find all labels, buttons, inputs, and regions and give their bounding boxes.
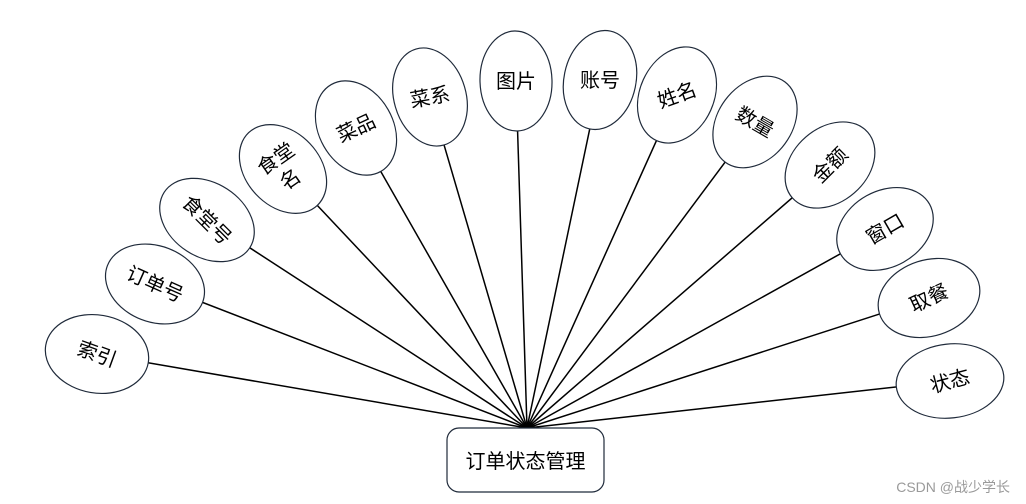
attribute-node: 账号 bbox=[562, 29, 638, 131]
attribute-node: 窗口 bbox=[836, 186, 934, 272]
connector-line bbox=[282, 168, 528, 429]
connector-line bbox=[154, 283, 528, 429]
attribute-ellipse bbox=[238, 124, 328, 214]
attribute-node: 订单号 bbox=[104, 243, 206, 325]
attribute-ellipse bbox=[314, 80, 398, 176]
attribute-node: 金额 bbox=[784, 121, 876, 209]
connector-lines bbox=[96, 79, 951, 429]
connector-line bbox=[429, 96, 528, 429]
attribute-node: 索引 bbox=[44, 313, 150, 395]
connector-line bbox=[526, 164, 831, 429]
connector-line bbox=[526, 94, 678, 429]
attribute-node: 食堂名 bbox=[238, 124, 328, 214]
entity-label: 订单状态管理 bbox=[466, 449, 586, 473]
attribute-nodes: 索引订单号食堂号食堂名菜品菜系 图片 账号姓名数量金额窗口取餐状态 bbox=[44, 29, 1005, 419]
attribute-ellipse bbox=[877, 257, 981, 339]
attribute-node: 菜品 bbox=[314, 80, 398, 176]
connector-line bbox=[96, 353, 528, 429]
connector-line bbox=[526, 79, 601, 429]
attribute-label-group: 图片 bbox=[496, 69, 536, 93]
attribute-node: 状态 bbox=[895, 343, 1005, 419]
attribute-ellipse bbox=[562, 29, 638, 131]
attribute-label: 图片 bbox=[496, 69, 536, 93]
connector-line bbox=[206, 219, 528, 429]
attribute-node: 取餐 bbox=[877, 257, 981, 339]
connector-line bbox=[526, 121, 756, 429]
entity-node: 订单状态管理 bbox=[446, 427, 605, 493]
attribute-ellipse bbox=[636, 46, 718, 144]
connector-line bbox=[355, 127, 528, 429]
attribute-node: 数量 bbox=[712, 75, 798, 169]
entity-box bbox=[446, 427, 605, 493]
attribute-ellipse bbox=[784, 121, 876, 209]
connector-line bbox=[515, 80, 528, 429]
attribute-node: 图片 bbox=[479, 30, 553, 132]
watermark-text: CSDN @战少学长 bbox=[896, 479, 1010, 495]
attribute-node: 菜系 bbox=[392, 47, 468, 147]
attribute-ellipse bbox=[159, 177, 255, 263]
attribute-node: 食堂号 bbox=[159, 177, 255, 263]
attribute-label-group: 账号 bbox=[580, 68, 620, 92]
connector-line bbox=[526, 380, 951, 429]
attribute-node: 姓名 bbox=[636, 46, 718, 144]
attribute-ellipse bbox=[392, 47, 468, 147]
attribute-ellipse bbox=[44, 313, 150, 395]
connector-line bbox=[526, 228, 886, 429]
attribute-ellipse bbox=[836, 186, 934, 272]
attribute-ellipse bbox=[895, 343, 1005, 419]
attribute-label: 账号 bbox=[580, 68, 620, 92]
attribute-ellipse bbox=[712, 75, 798, 169]
attribute-ellipse bbox=[479, 30, 553, 132]
connector-line bbox=[526, 297, 930, 429]
attribute-ellipse bbox=[104, 243, 206, 325]
